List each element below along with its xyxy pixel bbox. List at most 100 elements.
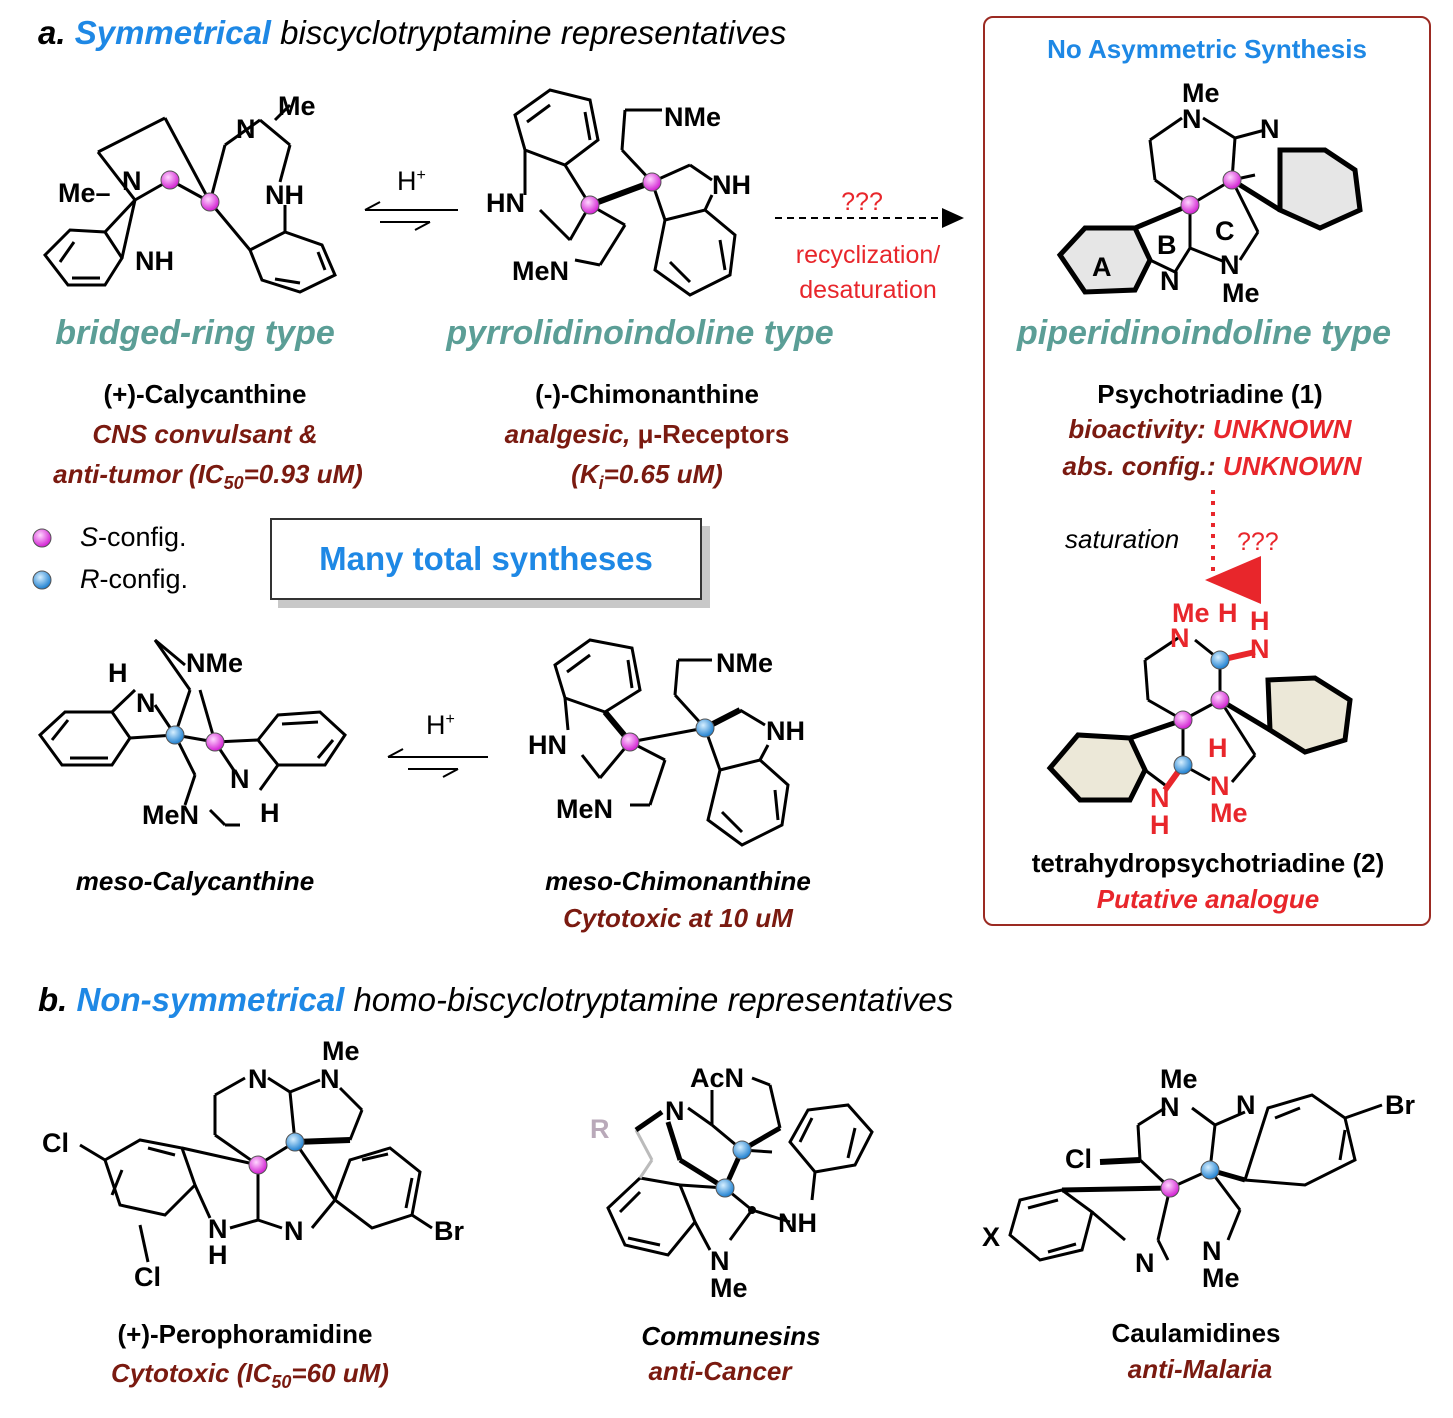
s-center-marker [1180,195,1200,215]
atom-label: Me [278,91,316,121]
atom-label: Me [710,1273,748,1303]
s-center-marker [580,195,600,215]
atom-label: N [665,1096,685,1126]
communesins-name: Communesins [641,1321,821,1351]
s-center-marker [620,732,640,752]
atom-label: N [1220,250,1240,280]
s-center-marker [160,170,180,190]
legend-s-text: -config. [98,522,187,552]
ring-label-c: C [1215,216,1235,246]
atom-label: NMe [186,648,244,678]
piperidino-type-label: piperidinoindoline type [1017,314,1391,352]
perophoramidine-ic-pre: Cytotoxic (IC [111,1358,272,1388]
ring-label-a: A [1092,252,1112,282]
atom-label: N [1150,783,1170,813]
many-syntheses-box: Many total syntheses [270,518,702,600]
perophoramidine-ic-post: =60 uM) [291,1358,389,1388]
acid-h: H [397,166,417,196]
acid-plus: + [445,711,455,728]
communesins-activity: anti-Cancer [648,1356,792,1386]
atom-label: H [1250,606,1270,636]
atom-label: Br [1385,1090,1416,1120]
tetrahydropsychotriadine-name: tetrahydropsychotriadine (2) [1031,848,1385,878]
s-center-marker [205,732,225,752]
section-b-highlight: Non-symmetrical [76,981,345,1018]
section-a-prefix: a. [38,14,66,51]
atom-label: H [1208,733,1228,763]
perophoramidine-activity: Cytotoxic (IC50=60 uM) [111,1360,389,1391]
s-center-marker [200,192,220,212]
atom-label: X [982,1222,1001,1252]
chimonanthine-name: (-)-Chimonanthine [535,379,759,409]
recyclization-label-1: recyclization/ [795,241,941,269]
atom-label: H [208,1240,228,1270]
atom-label: N [136,688,156,718]
atom-label: H [108,658,128,688]
atom-label: N [1160,266,1180,296]
caulamidines-name: Caulamidines [1111,1318,1281,1348]
section-b-prefix: b. [38,981,68,1018]
atom-label: NH [135,246,174,276]
equilibrium-arrow-top [364,201,458,231]
equilibrium-arrow-bottom [387,748,488,778]
atom-label: N [230,764,250,794]
atom-label: Me [1172,598,1210,628]
legend-r-letter: R [80,564,100,594]
r-center-marker [715,1178,735,1198]
atom-label: Me [1210,798,1248,828]
legend-r-dot [32,570,52,590]
r-center-marker [165,725,185,745]
recyclization-question: ??? [841,188,883,216]
atom-label: N [284,1216,304,1246]
atom-label: H [1150,810,1170,840]
atom-label: N [1250,634,1270,664]
s-center-marker [642,172,662,192]
meso-calycanthine-name: meso-Calycanthine [75,866,315,896]
chimonanthine-ki-sub: i [598,473,604,494]
legend-r: R-config. [80,566,188,593]
calycanthine-name: (+)-Calycanthine [103,379,307,409]
legend-s-letter: S [80,522,99,552]
stereo-dot [748,1206,756,1214]
atom-label: N [122,166,142,196]
bridged-type-label: bridged-ring type [55,314,335,352]
absconfig-line: abs. config.: UNKNOWN [1062,453,1361,479]
r-center-marker [285,1132,305,1152]
legend-s: S-config. [80,524,187,551]
r-center-marker [1173,755,1193,775]
bioactivity-label: bioactivity: [1068,414,1206,444]
section-b-heading: b. Non-symmetrical homo-biscyclotryptami… [38,983,953,1016]
atom-label: Me [1160,1064,1198,1094]
atom-label: N [1236,1090,1256,1120]
many-syntheses-text: Many total syntheses [319,540,653,577]
atom-label: N [1170,623,1190,653]
r-center-marker [695,718,715,738]
atom-label: NH [265,180,304,210]
communesins-structure [606,1076,874,1257]
atom-label: NH [712,170,751,200]
atom-label: Me [322,1036,360,1066]
s-center-marker [1173,710,1193,730]
atom-label: Me [1222,278,1260,308]
atom-label: N [1210,771,1230,801]
atom-label: H [260,798,280,828]
asym-box-title: No Asymmetric Synthesis [1047,34,1367,64]
r-center-marker [1210,650,1230,670]
chimonanthine-structure [513,88,737,297]
atom-label: N [208,1214,228,1244]
atom-label: Br [434,1216,465,1246]
caulamidines-activity: anti-Malaria [1127,1354,1273,1384]
atom-label: N [236,114,256,144]
absconfig-value: UNKNOWN [1222,451,1362,481]
recyclization-label-2: desaturation [799,276,937,304]
atom-label: NH [778,1208,817,1238]
atom-label: N [1260,114,1280,144]
meso-chimonanthine-name: meso-Chimonanthine [545,866,811,896]
chimonanthine-receptors: μ-Receptors [637,419,790,449]
atom-label: Me [1182,78,1220,108]
s-center-marker [1222,170,1242,190]
atom-label: MeN [556,794,614,824]
chimonanthine-activity-1: analgesic, μ-Receptors [505,421,790,447]
acid-label-bottom: H+ [426,712,455,739]
chimonanthine-activity-2: (Ki=0.65 uM) [571,461,723,492]
